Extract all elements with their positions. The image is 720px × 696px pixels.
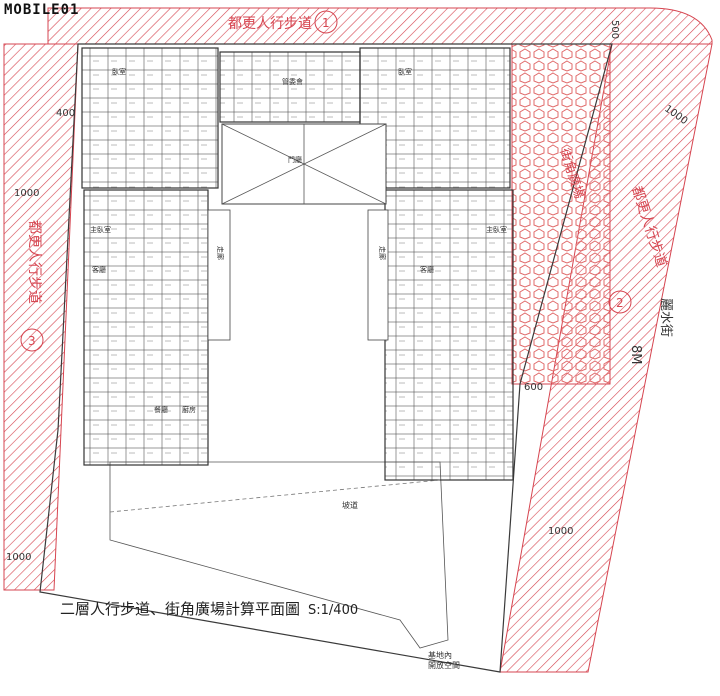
room-label-master-2: 主臥室 <box>486 225 507 234</box>
dim-1000-left-top: 1000 <box>14 188 39 199</box>
marker-1-number: 1 <box>322 16 330 30</box>
dim-400: 400 <box>56 108 75 119</box>
left-wing-lower-block <box>83 189 209 466</box>
corridor-right-label: 走廊 <box>378 246 387 260</box>
room-label-master-1: 主臥室 <box>90 225 111 234</box>
room-label-living-2: 客廳 <box>420 265 434 274</box>
sidewalk-left-vertical: 都更人行步道 <box>26 220 42 304</box>
room-label-living-1: 客廳 <box>92 265 106 274</box>
watermark-logo: MOBILE01 <box>4 2 80 18</box>
drawing-scale: S:1/400 <box>308 603 359 618</box>
marker-3-number: 3 <box>28 334 36 348</box>
corridor-right-vertical: 走廊 <box>378 246 387 260</box>
marker-2-number: 2 <box>616 296 624 310</box>
left-wing-top-block <box>81 47 219 189</box>
street-label: 麗水街 <box>658 298 673 337</box>
room-label-bedroom-1: 臥室 <box>112 67 126 76</box>
sidewalk-top-label: 都更人行步道 <box>228 16 312 32</box>
sidewalk-left-hatch <box>3 43 79 591</box>
dim-1000-right-bottom: 1000 <box>548 526 573 537</box>
marker-1-circle <box>314 10 338 34</box>
room-label-bedroom-2: 臥室 <box>398 67 412 76</box>
bottom-note-line2: 開放空間 <box>428 660 460 670</box>
sidewalk-top-hatch <box>47 7 713 45</box>
center-lobby-block <box>219 51 361 123</box>
corner-plaza-area <box>511 43 611 385</box>
corridor-right-strip <box>367 209 389 341</box>
site-boundary <box>39 43 613 673</box>
room-label-dining: 餐廳 <box>154 405 168 414</box>
street-width-vertical: 8M <box>628 345 643 365</box>
corridor-left-label: 走廊 <box>216 246 225 260</box>
corridor-left-strip <box>207 209 231 341</box>
dim-1000-left-bottom: 1000 <box>6 552 31 563</box>
dim-600: 600 <box>524 382 543 393</box>
courtyard-void <box>221 123 387 205</box>
room-label-lounge: 管委會 <box>282 77 303 86</box>
marker-2-circle <box>608 290 632 314</box>
street-width-label: 8M <box>628 345 643 365</box>
ramp-label: 坡道 <box>342 500 358 510</box>
street-vertical: 麗水街 <box>658 298 673 337</box>
room-label-kitchen: 廚房 <box>182 405 196 414</box>
marker-3-circle <box>20 328 44 352</box>
bottom-note-line1: 基地內 <box>428 650 452 660</box>
drawing-caption: 二層人行步道、街角廣場計算平面圖 S:1/400 <box>60 598 358 619</box>
ramp-line <box>109 479 441 513</box>
corridor-left-vertical: 走廊 <box>216 246 225 260</box>
room-label-lobby: 門廳 <box>288 155 302 164</box>
sidewalk-left-label: 都更人行步道 <box>26 220 42 304</box>
dim-500: 500 <box>609 20 620 39</box>
drawing-title: 二層人行步道、街角廣場計算平面圖 <box>60 600 301 618</box>
open-space-outline <box>109 461 449 649</box>
